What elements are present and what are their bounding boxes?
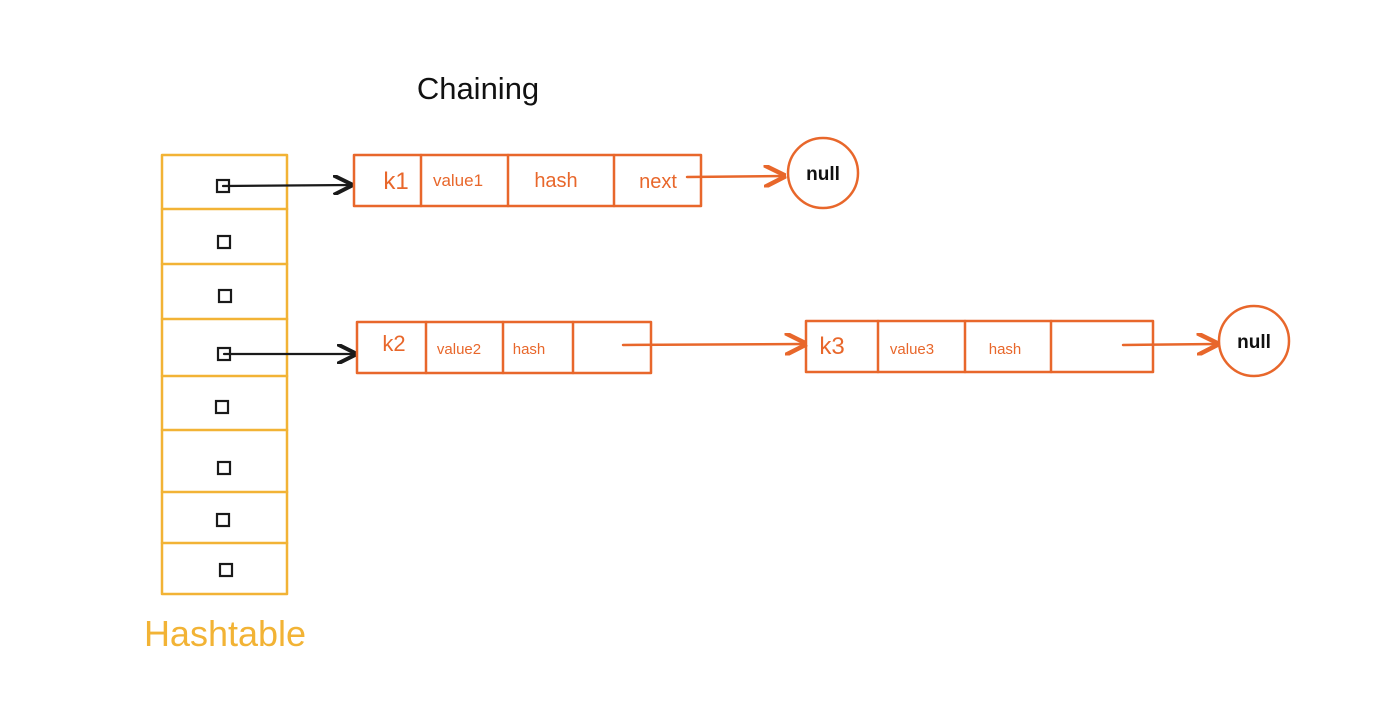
node-k3: k3 value3 hash: [804, 319, 1155, 374]
bucket-pointers: [214, 178, 234, 578]
next-arrow: [621, 344, 805, 345]
next-arrow: [1121, 344, 1217, 345]
node-value: value3: [890, 341, 934, 358]
null-label: null: [1237, 332, 1271, 353]
node-next: next: [639, 171, 677, 193]
node-k1: k1 value1 hash next: [352, 153, 703, 208]
null-terminal: null: [786, 136, 860, 210]
node-k2: k2 value2 hash: [355, 320, 653, 375]
node-hash: hash: [513, 341, 546, 358]
bucket-pointer: [217, 288, 233, 304]
bucket-pointer: [216, 234, 232, 250]
bucket-pointer: [215, 512, 231, 528]
null-terminal: null: [1217, 304, 1291, 378]
diagram-title: Chaining: [417, 71, 539, 106]
hashtable-frame: [160, 153, 289, 596]
node-value: value1: [433, 171, 483, 190]
node-key: k2: [382, 331, 405, 356]
null-circle: [786, 136, 860, 210]
node-hash: hash: [989, 341, 1022, 358]
node-key: k1: [383, 168, 408, 195]
bucket-arrow: [221, 185, 351, 186]
bucket-pointer: [218, 562, 234, 578]
hashtable: [160, 153, 289, 596]
node-frame: [804, 319, 1155, 374]
node-hash: hash: [534, 170, 577, 192]
bucket-pointer: [214, 399, 230, 415]
node-frame: [352, 153, 703, 208]
node-key: k3: [819, 333, 844, 360]
null-label: null: [806, 164, 840, 185]
node-value: value2: [437, 341, 481, 358]
hashtable-label: Hashtable: [144, 613, 306, 654]
null-circle: [1217, 304, 1291, 378]
bucket-pointer: [216, 460, 232, 476]
next-arrow: [685, 176, 784, 177]
